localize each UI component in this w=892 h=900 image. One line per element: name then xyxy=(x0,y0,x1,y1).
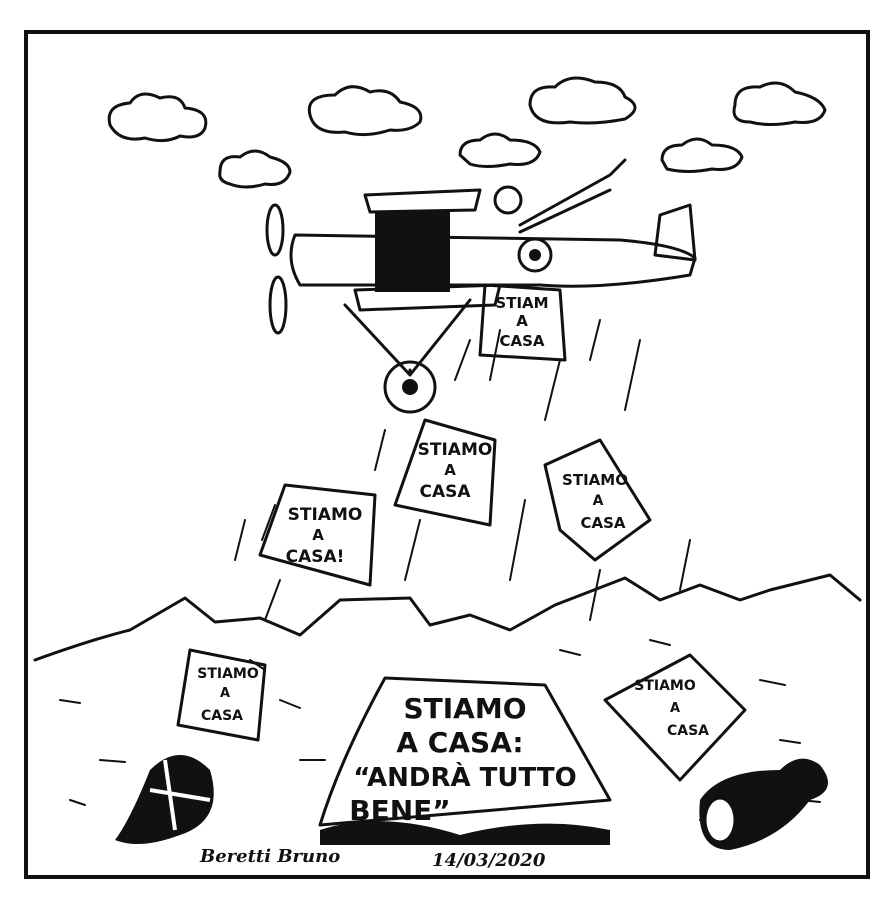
banner-text: A xyxy=(516,312,528,330)
leaflet-text: A xyxy=(670,701,680,716)
leaflet: STIAMO A CASA! xyxy=(258,483,377,587)
banner-text: CASA xyxy=(499,332,544,350)
mountains xyxy=(33,573,862,845)
sign-text: STIAMO xyxy=(403,692,526,725)
leaflet-text: STIAMO xyxy=(197,666,259,682)
leaflet-text: A xyxy=(444,461,456,479)
leaflet-text: A xyxy=(593,493,604,509)
sign-text: BENE” xyxy=(349,794,450,827)
panel-frame xyxy=(24,30,870,879)
leaflet: STIAMO A CASA xyxy=(393,418,497,527)
leaflet-text: CASA xyxy=(201,708,243,724)
pilot xyxy=(493,185,523,215)
wheel xyxy=(383,360,437,414)
helmet xyxy=(115,755,214,844)
leaflet-text: A xyxy=(220,686,230,701)
leaflet-text: CASA xyxy=(419,482,471,502)
banner-text: STIAM xyxy=(495,294,548,312)
leaflet-text: STIAMO xyxy=(562,471,628,489)
bomb xyxy=(699,758,828,850)
leaflet-text: STIAMO xyxy=(418,440,493,460)
sign-text: “ANDRÀ TUTTO xyxy=(353,761,576,793)
plane-banner: STIAM A CASA xyxy=(478,283,567,362)
leaflet-text: CASA! xyxy=(286,547,345,567)
ground-leaflet: STIAMO A CASA xyxy=(176,648,267,742)
sign-text: A CASA: xyxy=(396,726,523,759)
leaflet-text: CASA xyxy=(580,514,625,532)
signature-date: 14/03/2020 xyxy=(432,850,546,871)
leaflet-text: STIAMO xyxy=(288,505,363,525)
propeller xyxy=(265,203,285,257)
biplane xyxy=(265,158,697,414)
signature-text: Beretti Bruno xyxy=(199,846,340,867)
ground-leaflet: STIAMO A CASA xyxy=(603,653,747,782)
clouds xyxy=(107,76,827,189)
leaflet: STIAMO A CASA xyxy=(543,438,652,562)
leaflet-text: STIAMO xyxy=(634,678,696,694)
wing-strut-dark xyxy=(375,212,450,292)
big-sign: STIAMO A CASA: “ANDRÀ TUTTO BENE” xyxy=(318,676,612,827)
signature: Beretti Bruno 14/03/2020 xyxy=(199,846,546,871)
leaflet-text: CASA xyxy=(667,723,709,739)
leaflet-text: A xyxy=(312,526,324,544)
